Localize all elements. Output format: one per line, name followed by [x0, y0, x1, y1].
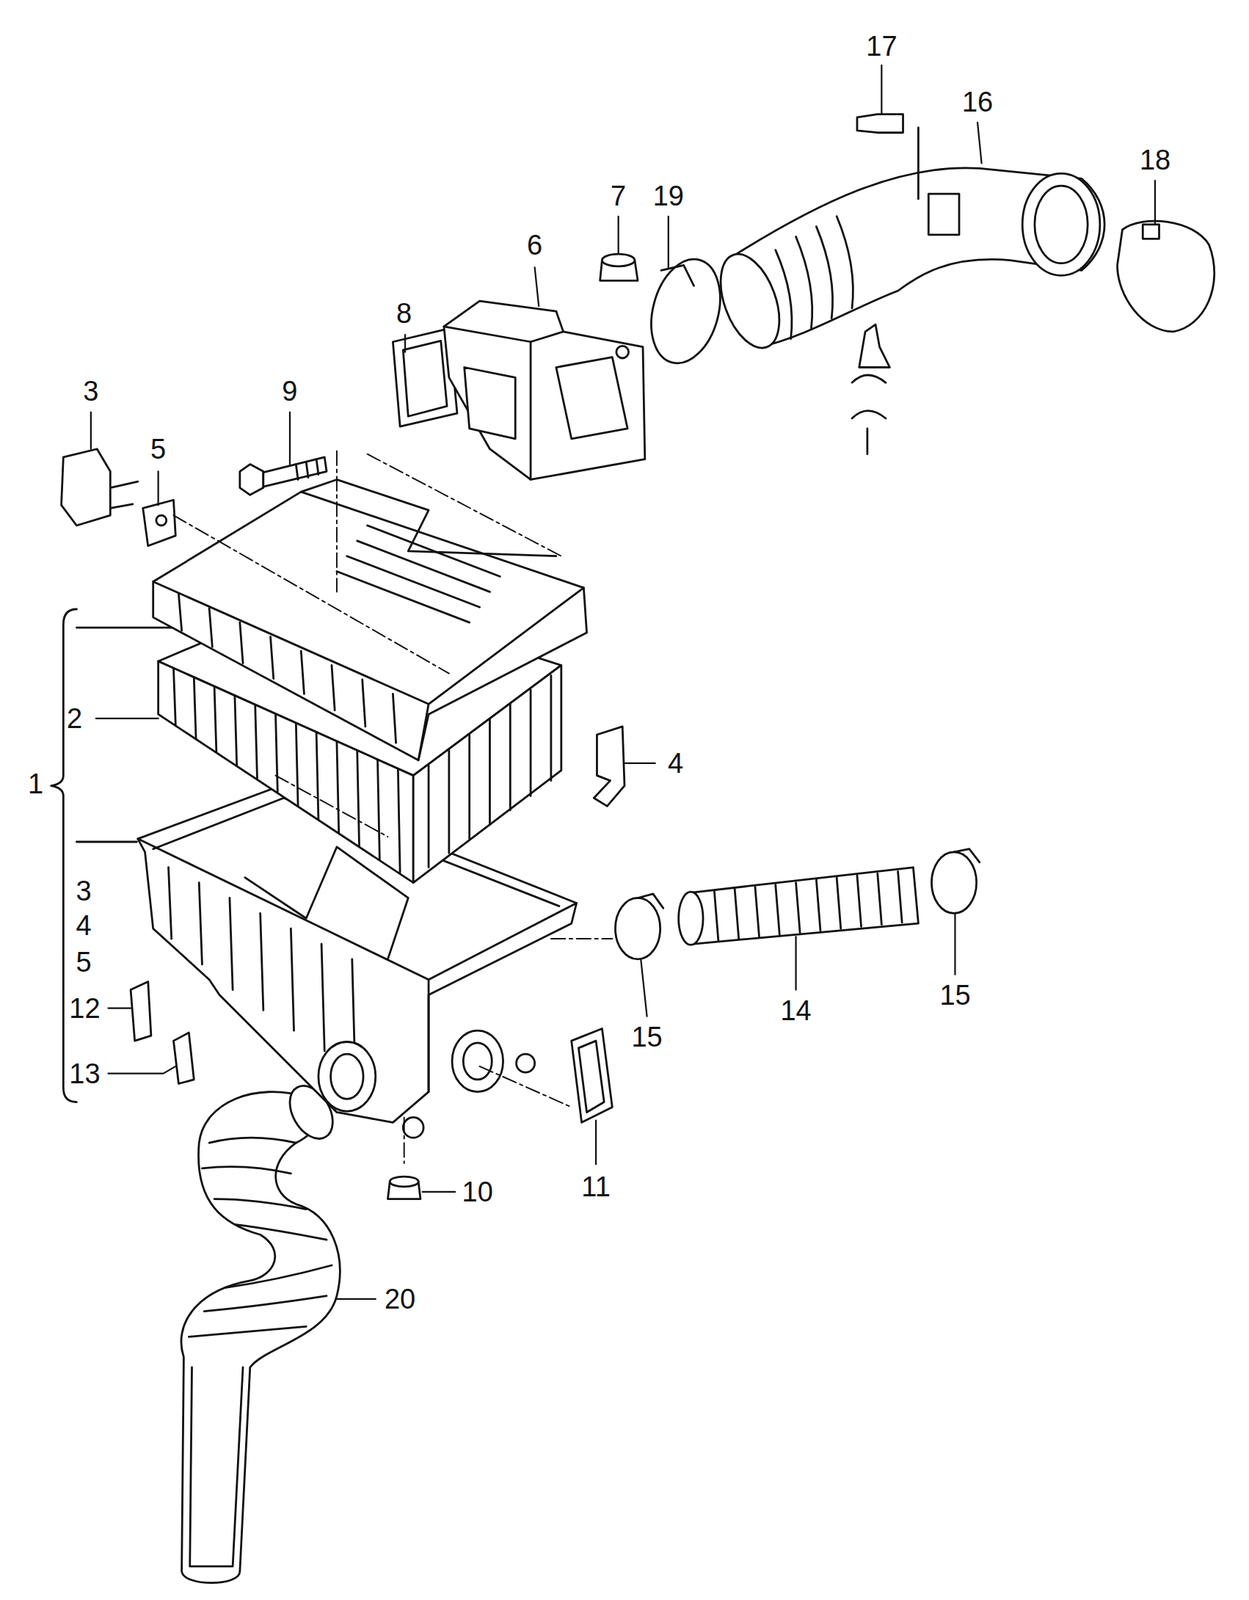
clamp — [640, 251, 731, 372]
callout-number: 16 — [959, 86, 996, 118]
callout-number: 4 — [73, 909, 94, 941]
callout-number: 11 — [579, 1171, 613, 1203]
callout-number: 3 — [73, 875, 94, 907]
air-hose — [709, 127, 1106, 356]
callout-number: 17 — [863, 30, 899, 62]
leader-line — [90, 65, 1156, 1299]
callout-number: 18 — [1137, 144, 1173, 176]
callout-number: 19 — [650, 180, 687, 212]
callout-number: 12 — [66, 992, 103, 1024]
callout-number: 9 — [279, 375, 300, 407]
callout-number: 14 — [777, 995, 814, 1026]
callout-number: 3 — [80, 375, 101, 407]
callout-number: 8 — [394, 297, 414, 329]
plug — [857, 114, 904, 133]
upper-housing — [153, 479, 588, 760]
callout-number: 15 — [937, 979, 973, 1011]
assembly-line — [173, 451, 613, 1164]
callout-number: 5 — [73, 946, 94, 978]
callout-number: 10 — [460, 1176, 496, 1208]
clip — [593, 726, 625, 806]
holder — [851, 324, 890, 455]
callout-number: 7 — [608, 180, 629, 212]
intake-duct — [181, 1078, 342, 1583]
callout-number: 15 — [628, 1021, 665, 1053]
callout-number: 13 — [66, 1058, 103, 1090]
callout-number: 6 — [524, 229, 545, 261]
grommet — [600, 253, 638, 281]
callout-number: 1 — [25, 768, 46, 800]
callout-number: 5 — [148, 433, 169, 465]
small-parts — [130, 981, 613, 1199]
callout-number: 20 — [382, 1283, 418, 1315]
air-mass-meter — [443, 300, 646, 480]
clamp — [1117, 220, 1215, 332]
bolt — [239, 457, 327, 495]
hose — [614, 849, 979, 960]
callout-number: 4 — [665, 747, 686, 779]
callout-number: 2 — [64, 703, 85, 734]
